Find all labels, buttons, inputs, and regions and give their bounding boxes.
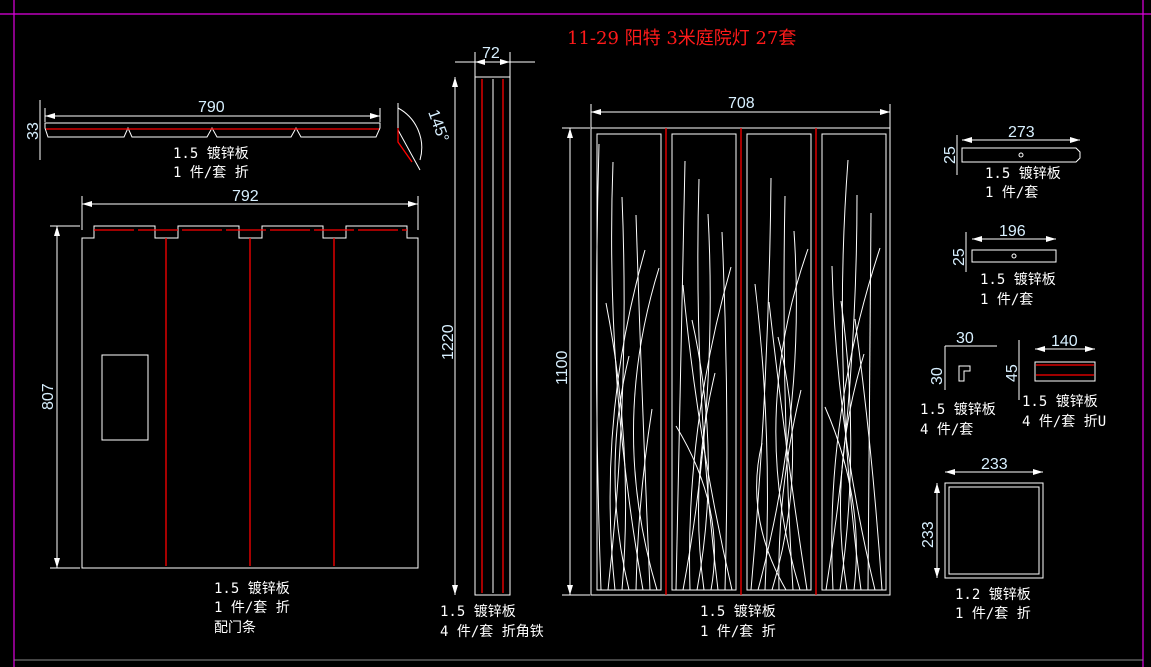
grass-blade	[841, 159, 862, 591]
grass-blade	[775, 248, 809, 591]
part-screen-panel: 708 1100 1.5 镀锌板 1 件/套 折	[554, 95, 891, 640]
part-bar-196: 196 25 1.5 镀锌板 1 件/套	[951, 223, 1057, 308]
material-label: 1.5 镀锌板	[985, 165, 1061, 182]
part-angle-post: 72 1220 1.5 镀锌板 4 件/套 折角铁	[440, 45, 544, 640]
dim-angle: 145°	[424, 108, 451, 145]
grass-blade	[595, 143, 602, 591]
grass-pattern	[595, 133, 887, 591]
part-bar-273: 273 25 1.5 镀锌板 1 件/套	[942, 124, 1081, 201]
grass-blade	[839, 353, 865, 591]
grass-blade	[867, 212, 872, 591]
material-label: 1.5 镀锌板	[700, 603, 776, 620]
quantity-label: 1 件/套	[985, 185, 1038, 201]
dim-height: 25	[942, 146, 959, 164]
quantity-label: 1 件/套	[980, 292, 1033, 308]
grass-blade	[614, 355, 630, 591]
part-channel-140: 140 45 1.5 镀锌板 4 件/套 折U	[1004, 333, 1106, 430]
dim-width: 30	[956, 330, 974, 347]
material-label: 1.5 镀锌板	[214, 580, 290, 597]
grass-blade	[825, 194, 858, 591]
quantity-label: 1 件/套 折	[173, 165, 249, 181]
grass-blade	[689, 266, 732, 591]
grass-blade	[635, 214, 651, 591]
grass-blade	[611, 161, 644, 591]
grass-blade	[756, 442, 787, 591]
grass-blade	[783, 195, 794, 591]
part-plate-233: 233 233 1.2 镀锌板 1 件/套 折	[920, 456, 1044, 622]
dim-height: 45	[1004, 364, 1021, 382]
part-door-panel: 792 807 1.5 镀锌板 1 件/套 折 配门条	[40, 188, 419, 636]
quantity-label: 1 件/套 折	[700, 624, 776, 640]
grass-blade	[682, 284, 733, 591]
grass-blade	[635, 408, 653, 591]
quantity-label: 1 件/套 折	[214, 600, 290, 616]
grass-blade	[721, 231, 728, 591]
dim-height: 25	[951, 248, 968, 266]
dim-height: 30	[929, 367, 946, 385]
material-label: 1.5 镀锌板	[980, 271, 1056, 288]
dim-height: 33	[25, 122, 42, 140]
material-label: 1.5 镀锌板	[1022, 393, 1098, 410]
note-label: 配门条	[214, 619, 256, 636]
dim-height: 233	[920, 521, 937, 548]
grass-blade	[691, 319, 709, 591]
screen-panel-section	[596, 133, 662, 591]
grass-blade	[831, 247, 881, 591]
grass-blade	[854, 318, 883, 591]
dim-width: 273	[1008, 124, 1035, 141]
grass-blade	[839, 300, 852, 591]
dim-height: 807	[40, 383, 57, 410]
grass-blade	[605, 302, 627, 591]
grass-blade	[698, 372, 716, 591]
grass-blade	[754, 283, 768, 591]
dim-width: 233	[981, 456, 1008, 473]
drawing-title: 11-29 阳特 3米庭院灯 27套	[567, 28, 796, 49]
grass-blade	[750, 177, 772, 591]
grass-blade	[824, 406, 857, 591]
dim-width: 196	[999, 223, 1026, 240]
dim-height: 1220	[440, 324, 457, 360]
grass-blade	[768, 301, 808, 591]
part-angle-30: 30 30 1.5 镀锌板 4 件/套	[920, 330, 997, 438]
grass-blade	[633, 267, 660, 591]
material-label: 1.2 镀锌板	[955, 586, 1031, 603]
dim-width: 72	[482, 45, 500, 62]
dim-width: 790	[198, 99, 225, 116]
grass-blade	[607, 196, 625, 591]
grass-blade	[682, 213, 711, 591]
material-label: 1.5 镀锌板	[173, 145, 249, 162]
quantity-label: 4 件/套	[920, 422, 973, 438]
material-label: 1.5 镀锌板	[920, 401, 996, 418]
dim-width: 792	[232, 188, 259, 205]
part-top-strip: 790 33 145° 1.5 镀锌板 1 件/套 折	[25, 99, 452, 181]
dim-width: 140	[1051, 333, 1078, 350]
quantity-label: 4 件/套 折角铁	[440, 624, 544, 640]
grass-blade	[831, 265, 876, 591]
quantity-label: 1 件/套 折	[955, 606, 1031, 622]
grass-blade	[778, 389, 802, 591]
grass-blade	[609, 249, 646, 591]
grass-blade	[697, 178, 719, 591]
grass-blade	[675, 160, 686, 591]
quantity-label: 4 件/套 折U	[1022, 414, 1106, 430]
dim-width: 708	[728, 95, 755, 112]
material-label: 1.5 镀锌板	[440, 603, 516, 620]
dim-height: 1100	[554, 350, 571, 385]
